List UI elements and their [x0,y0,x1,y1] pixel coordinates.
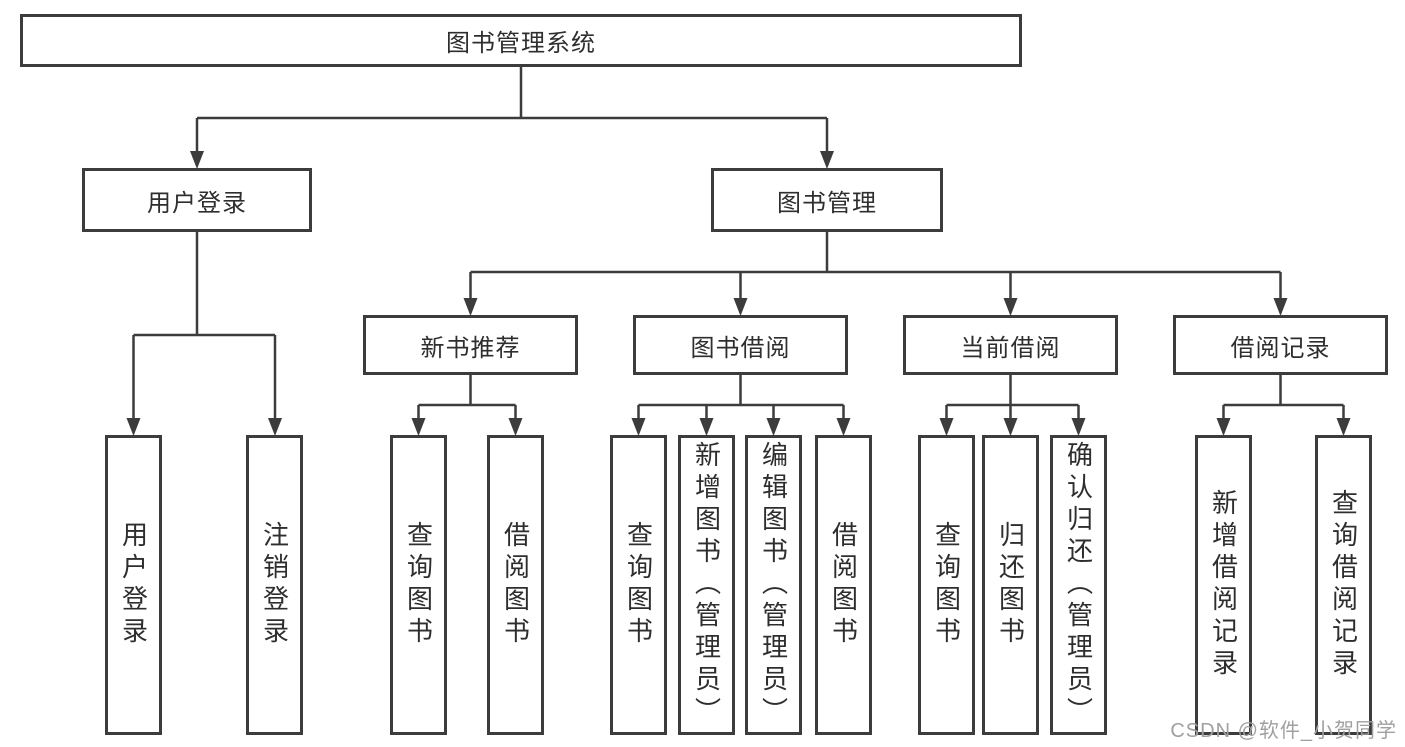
node-label: 编辑图书（管理员） [758,441,789,729]
node-current-borrowing: 当前借阅 [903,315,1118,375]
node-label: 确认归还（管理员） [1063,441,1094,729]
node-nbr-borrow-books: 借阅图书 [487,435,544,735]
node-book-borrowing: 图书借阅 [633,315,848,375]
node-bb-borrow-books: 借阅图书 [815,435,872,735]
node-label: 借阅图书 [828,521,859,649]
node-label: 查询图书 [623,521,654,649]
node-br-query-record: 查询借阅记录 [1315,435,1372,735]
node-cb-confirm-return-admin: 确认归还（管理员） [1050,435,1107,735]
node-library-management-system: 图书管理系统 [20,14,1022,67]
node-cb-return-books: 归还图书 [982,435,1039,735]
node-bb-add-books-admin: 新增图书（管理员） [678,435,735,735]
node-user-login: 用户登录 [82,168,312,232]
node-label: 归还图书 [995,521,1026,649]
node-borrowing-records: 借阅记录 [1173,315,1388,375]
node-label: 查询图书 [931,521,962,649]
node-nbr-query-books: 查询图书 [390,435,447,735]
node-label: 查询借阅记录 [1328,489,1359,681]
node-label: 用户登录 [118,521,149,649]
watermark: CSDN @软件_小贺同学 [1170,720,1397,742]
node-cb-query-books: 查询图书 [918,435,975,735]
node-label: 新增图书（管理员） [691,441,722,729]
node-label: 查询图书 [403,521,434,649]
node-bb-query-books: 查询图书 [610,435,667,735]
node-label: 新增借阅记录 [1208,489,1239,681]
node-logout: 注销登录 [246,435,303,735]
node-label: 借阅图书 [500,521,531,649]
node-label: 注销登录 [259,521,290,649]
node-user-login-leaf: 用户登录 [105,435,162,735]
node-bb-edit-books-admin: 编辑图书（管理员） [745,435,802,735]
node-book-management: 图书管理 [711,168,943,232]
node-new-book-recommend: 新书推荐 [363,315,578,375]
node-br-add-record: 新增借阅记录 [1195,435,1252,735]
